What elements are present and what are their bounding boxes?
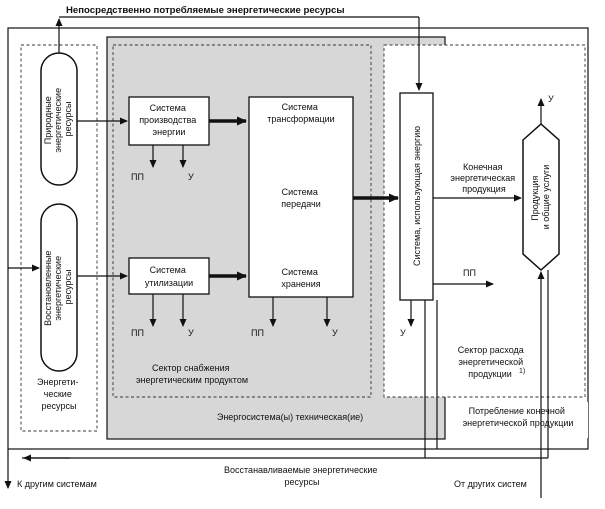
- energy-system-label: Энергосистема(ы) техническая(ие): [217, 412, 363, 422]
- products-services-label: Продукция и общие услуги: [530, 165, 551, 230]
- production-pp-label: ПП: [131, 172, 144, 182]
- consumption-sector-label: Сектор расхода энергетической продукции: [458, 345, 527, 379]
- production-u-label: У: [188, 172, 194, 182]
- natural-resources-label: Природные энергетические ресурсы: [43, 85, 73, 152]
- supply-sector-label: Сектор снабжения энергетическим продукто…: [136, 363, 248, 385]
- products-u-label: У: [548, 94, 554, 104]
- transmission-system-label: Система передачи: [281, 187, 320, 209]
- transformation-u-label: У: [332, 328, 338, 338]
- utilization-u-label: У: [188, 328, 194, 338]
- final-consumption-frame: [449, 402, 588, 438]
- renewable-resources-label: Восстановленные энергетические ресурсы: [43, 248, 73, 326]
- using-u-label: У: [400, 328, 406, 338]
- transformation-pp-label: ПП: [251, 328, 264, 338]
- from-other-systems-label: От других систем: [454, 479, 527, 489]
- final-consumption-label: Потребление конечной энергетической прод…: [463, 406, 574, 428]
- utilization-pp-label: ПП: [131, 328, 144, 338]
- utilization-system-box: [128, 257, 210, 295]
- natural-resources-capsule: [40, 52, 78, 186]
- outer-frame: [7, 27, 589, 450]
- production-system-label: Система производства энергии: [139, 103, 199, 137]
- using-pp-label: ПП: [463, 268, 476, 278]
- utilization-system-label: Система утилизации: [145, 265, 193, 288]
- recoverable-resources-label: Восстанавливаемые энергетические ресурсы: [224, 465, 380, 487]
- final-product-label: Конечная энергетическая продукция: [450, 162, 517, 194]
- consumption-sector-footnote: 1): [519, 368, 525, 375]
- renewable-resources-capsule: [40, 203, 78, 372]
- transformation-system-label: Система трансформации: [267, 102, 334, 124]
- energy-resources-label: Энергети- ческие ресурсы: [37, 377, 81, 411]
- storage-system-label: Система хранения: [281, 267, 320, 289]
- using-system-label: Система, использующая энергию: [412, 126, 422, 266]
- using-system-box: [399, 92, 434, 301]
- top-title: Непосредственно потребляемые энергетичес…: [66, 5, 345, 16]
- production-system-box: [128, 96, 210, 146]
- to-other-systems-label: К другим системам: [17, 479, 97, 489]
